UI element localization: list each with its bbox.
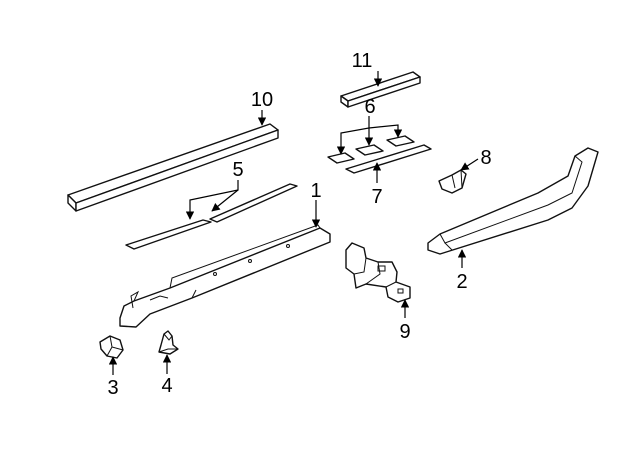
- callout-10: 10: [251, 89, 273, 111]
- callout-11: 11: [352, 50, 373, 72]
- part-8-bracket: [438, 169, 467, 194]
- callout-4: 4: [161, 375, 172, 397]
- callout-8: 8: [480, 147, 491, 169]
- part-6-pads: [327, 135, 415, 164]
- callout-9: 9: [399, 321, 410, 343]
- callout-3: 3: [107, 377, 118, 399]
- part-5-tape: [125, 183, 298, 250]
- part-11-strip: [340, 71, 421, 108]
- part-2-rear-molding: [427, 147, 599, 255]
- part-9-bracket: [345, 242, 411, 303]
- callout-6: 6: [364, 96, 375, 118]
- part-3-clip: [99, 335, 124, 359]
- part-4-pin: [158, 330, 179, 355]
- part-7-tape: [345, 144, 432, 174]
- leader-lines: [108, 71, 479, 375]
- callout-5: 5: [232, 159, 243, 181]
- part-10-molding: [67, 123, 279, 212]
- callout-2: 2: [456, 271, 467, 293]
- callout-1: 1: [310, 180, 321, 202]
- callout-7: 7: [371, 186, 382, 208]
